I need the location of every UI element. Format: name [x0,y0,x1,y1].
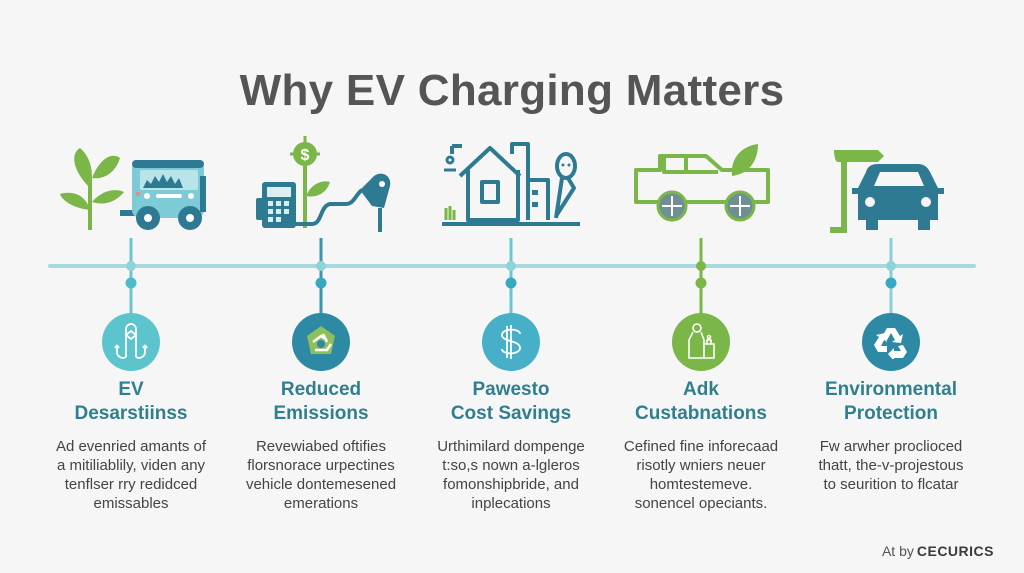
dollar-icon [482,313,540,371]
charging-post-car-icon [830,150,944,233]
plant-bus-icon [60,148,206,230]
house-icon [442,142,580,226]
anchor-icon [102,313,160,371]
item-heading: Environmental Protection [825,379,957,424]
item-description: Fw arwher proclioced thatt, the-v-projes… [818,438,964,493]
item-description: Cefined fine inforecaad risotly wniers n… [623,438,779,512]
brand-name: CECURICS [916,543,994,559]
item-heading: Pawesto Cost Savings [450,379,572,424]
item-cost-savings: Pawesto Cost Savings Urthimilard dompeng… [416,378,606,513]
item-description: Urthimilard dompenge t:so,s nown a-lgler… [437,438,585,512]
item-custabnations: Adk Custabnations Cefined fine inforecaa… [606,378,796,513]
item-heading: Reduced Emissions [273,379,369,424]
page-title: Why EV Charging Matters [239,66,785,115]
item-reduced-emissions: Reduced Emissions Revewiabed oftifies fl… [226,378,416,513]
leaf-car-icon [634,144,770,222]
item-environmental-protection: Environmental Protection Fw arwher procl… [796,378,986,494]
bottles-icon [672,313,730,371]
item-description: Ad evenried amants of a mitiliablily, vi… [55,438,207,512]
item-description: Revewiabed oftifies florsnorace urpectin… [245,438,397,512]
recycle-icon [862,313,920,371]
item-ev-desarstiinss: EV Desarstiinss Ad evenried amants of a … [36,378,226,513]
item-heading: Adk Custabnations [635,379,767,424]
item-heading: EV Desarstiinss [74,379,188,424]
svg-text:$: $ [301,147,310,164]
recycle-leaf-icon [292,313,350,371]
money-plant-charger-icon: $ [256,136,391,232]
